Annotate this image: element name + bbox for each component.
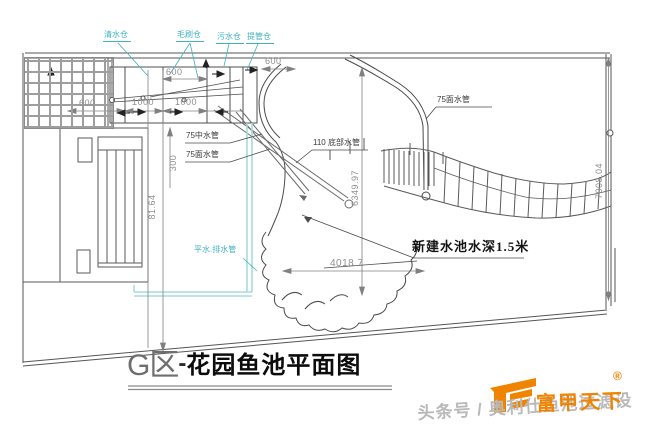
chamber-label-pipe-lift: 提管仓 xyxy=(246,33,274,44)
label-75-surface-pipe-right: 75面水管 xyxy=(437,95,470,104)
drawing-title: G区-花园鱼池平面图 xyxy=(127,340,361,384)
dim-7008-04: 7008.04 xyxy=(594,162,604,200)
annotation-leaders xyxy=(185,106,524,269)
brand-name: 富甲天下 xyxy=(535,390,625,416)
registered-mark: ® xyxy=(613,369,622,383)
boundary-walls xyxy=(22,52,616,367)
dim-600-left: 600 xyxy=(79,98,96,108)
chamber-label-clean-water: 清水仓 xyxy=(103,31,131,42)
chamber-label-sewage: 污水仓 xyxy=(216,33,244,44)
drain-pipe-line xyxy=(133,123,253,297)
paved-tile-area xyxy=(24,57,114,129)
brand-logo-icon xyxy=(490,378,536,413)
label-drain-pipe: 平水.排水管 xyxy=(194,245,237,254)
title-zone: G区 xyxy=(127,349,179,382)
dim-1000-b: 1000 xyxy=(175,97,198,107)
pond-outline xyxy=(258,54,431,237)
filter-box xyxy=(109,66,258,124)
title-text: 花园鱼池平面图 xyxy=(186,352,362,379)
label-75-surface-pipe-left: 75面水管 xyxy=(186,150,219,159)
dim-81-64: 81.64 xyxy=(147,194,157,220)
dim-600-top: 600 xyxy=(166,67,183,77)
title-separator: - xyxy=(178,350,187,377)
chamber-label-brush: 毛刷仓 xyxy=(176,31,204,42)
label-leaders-cyan xyxy=(117,42,259,272)
dim-300: 300 xyxy=(168,154,178,172)
dimension-lines xyxy=(66,56,612,353)
stone-path xyxy=(329,138,612,219)
title-underline xyxy=(128,385,392,391)
dim-600-pond: 600 xyxy=(265,56,282,66)
label-110-bottom-pipe: 110 底部水管 xyxy=(313,138,360,147)
label-75-mid-pipe: 75中水管 xyxy=(186,131,219,140)
dim-6349-97: 6349.97 xyxy=(350,169,360,207)
rock-cloud-edge xyxy=(261,231,418,333)
dim-4018-7: 4018.7 xyxy=(330,258,364,269)
dim-1000-a: 1000 xyxy=(132,97,155,107)
pond-depth-note: 新建水池水深1.5米 xyxy=(412,239,530,254)
